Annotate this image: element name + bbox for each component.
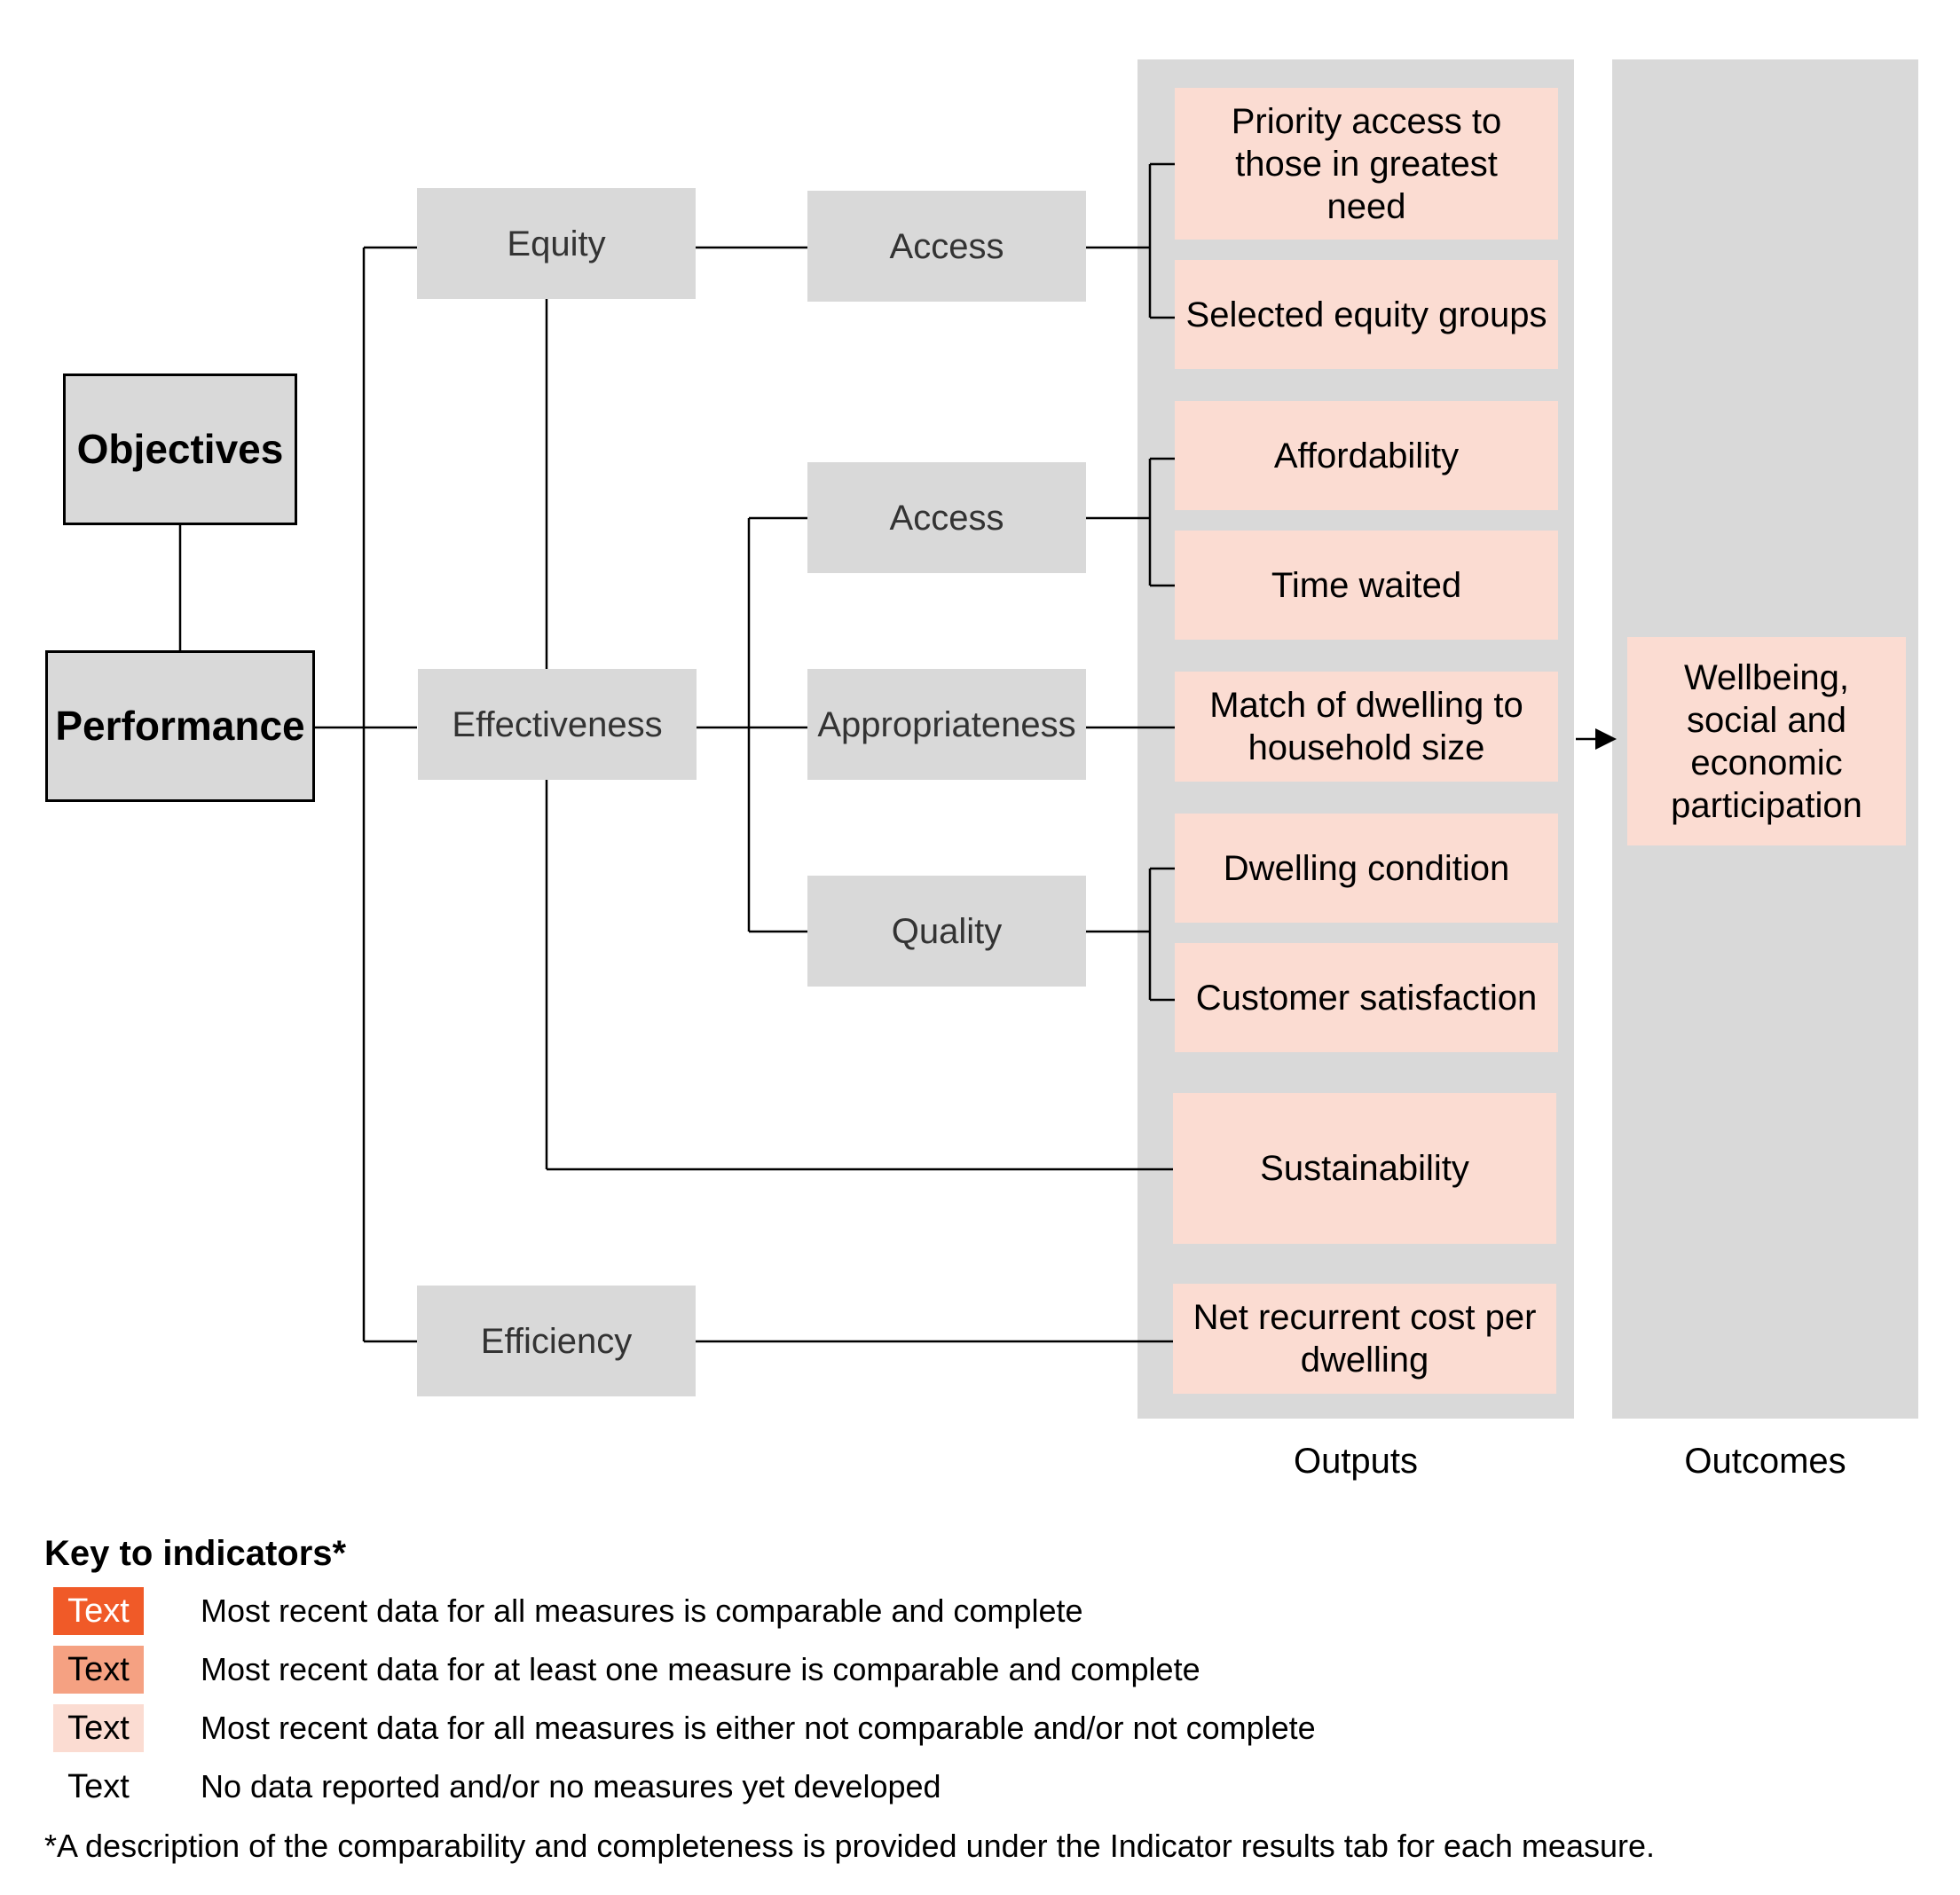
indicator-affordability: Affordability <box>1175 401 1558 510</box>
quality-node: Quality <box>807 876 1086 987</box>
outcome-wellbeing: Wellbeing, social and economic participa… <box>1627 637 1906 845</box>
indicator-selected-equity-groups: Selected equity groups <box>1175 260 1558 369</box>
key-swatch-2: Text <box>53 1646 144 1694</box>
key-swatch-3: Text <box>53 1704 144 1752</box>
indicator-net-recurrent-cost: Net recurrent cost per dwelling <box>1173 1284 1556 1394</box>
performance-box: Performance <box>45 650 315 802</box>
access-effectiveness-node: Access <box>807 462 1086 573</box>
equity-node: Equity <box>417 188 696 299</box>
key-text-2: Most recent data for at least one measur… <box>201 1651 1200 1687</box>
objectives-box: Objectives <box>63 373 297 525</box>
indicator-priority-access: Priority access to those in greatest nee… <box>1175 88 1558 240</box>
footnote: *A description of the comparability and … <box>44 1828 1655 1864</box>
indicator-match-dwelling: Match of dwelling to household size <box>1175 672 1558 782</box>
indicator-time-waited: Time waited <box>1175 531 1558 640</box>
outcomes-label: Outcomes <box>1684 1442 1846 1481</box>
efficiency-node: Efficiency <box>417 1286 696 1396</box>
outputs-label: Outputs <box>1293 1442 1419 1481</box>
indicator-dwelling-condition: Dwelling condition <box>1175 814 1558 923</box>
key-text-4: No data reported and/or no measures yet … <box>201 1768 941 1805</box>
access-equity-node: Access <box>807 191 1086 302</box>
indicator-customer-satisfaction: Customer satisfaction <box>1175 943 1558 1052</box>
key-swatch-1: Text <box>53 1587 144 1635</box>
indicator-sustainability: Sustainability <box>1173 1093 1556 1244</box>
key-swatch-4: Text <box>53 1763 144 1811</box>
key-title: Key to indicators* <box>44 1534 347 1573</box>
key-text-1: Most recent data for all measures is com… <box>201 1592 1083 1629</box>
appropriateness-node: Appropriateness <box>807 669 1086 780</box>
effectiveness-node: Effectiveness <box>418 669 697 780</box>
key-text-3: Most recent data for all measures is eit… <box>201 1710 1316 1746</box>
